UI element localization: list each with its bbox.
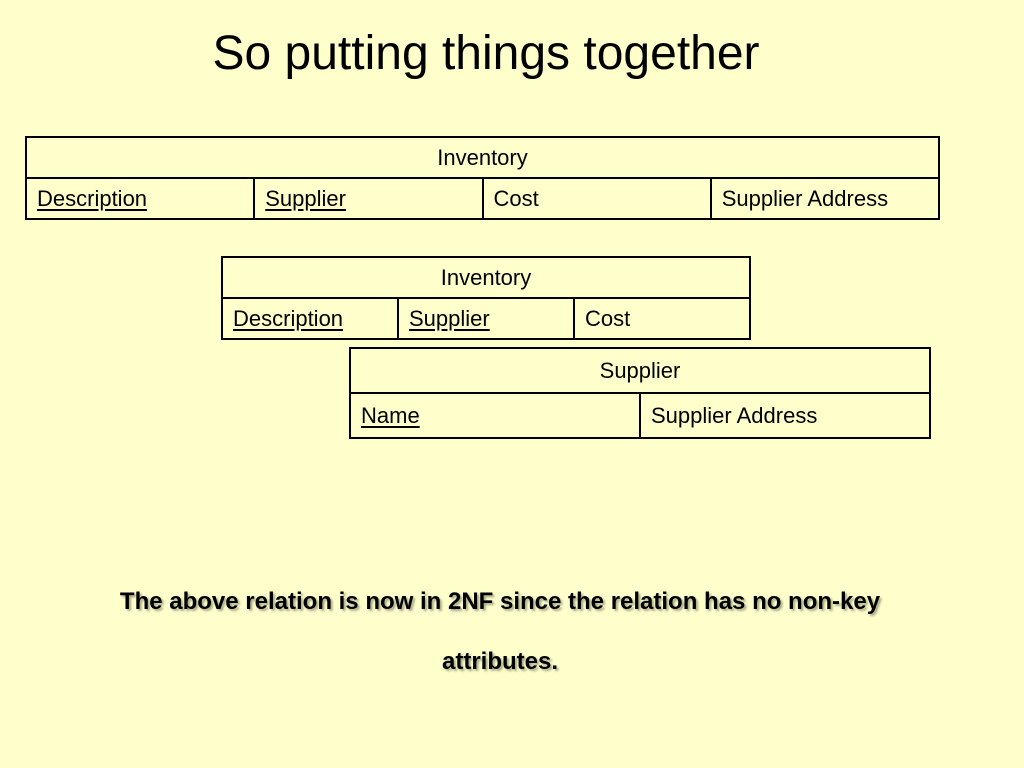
attribute: Supplier Address (721, 185, 889, 211)
column-cost: Cost (573, 297, 751, 340)
column-cost: Cost (481, 177, 712, 220)
inventory-full-table: Inventory Description Supplier Cost Supp… (24, 136, 941, 220)
slide-title: So putting things together (212, 27, 760, 80)
table-name: Inventory (221, 256, 751, 299)
supplier-table: Supplier Name Supplier Address (349, 347, 931, 439)
column-supplier-address: Supplier Address (709, 177, 941, 220)
table-header-row: Inventory (221, 256, 751, 299)
key-attribute: Description (37, 185, 148, 211)
table-columns-row: Name Supplier Address (349, 392, 931, 439)
table-header-row: Inventory (25, 136, 940, 179)
column-supplier-address: Supplier Address (639, 392, 931, 439)
attribute: Cost (493, 185, 539, 211)
column-name: Name (349, 392, 641, 439)
table-columns-row: Description Supplier Cost (221, 297, 751, 340)
conclusion-text-line-2: attributes. (441, 648, 558, 675)
table-name: Supplier (349, 347, 931, 394)
key-attribute: Supplier (409, 305, 490, 331)
table-name: Inventory (25, 136, 940, 179)
attribute: Supplier Address (651, 402, 818, 428)
key-attribute: Name (361, 402, 420, 428)
table-columns-row: Description Supplier Cost Supplier Addre… (24, 177, 941, 220)
key-attribute: Supplier (265, 185, 346, 211)
attribute: Cost (585, 305, 631, 331)
key-attribute: Description (233, 305, 344, 331)
table-header-row: Supplier (349, 347, 931, 394)
column-supplier: Supplier (253, 177, 484, 220)
column-description: Description (221, 297, 399, 340)
column-description: Description (24, 177, 256, 220)
inventory-table: Inventory Description Supplier Cost (221, 256, 751, 340)
column-supplier: Supplier (397, 297, 575, 340)
conclusion-text-line-1: The above relation is now in 2NF since t… (119, 588, 881, 615)
